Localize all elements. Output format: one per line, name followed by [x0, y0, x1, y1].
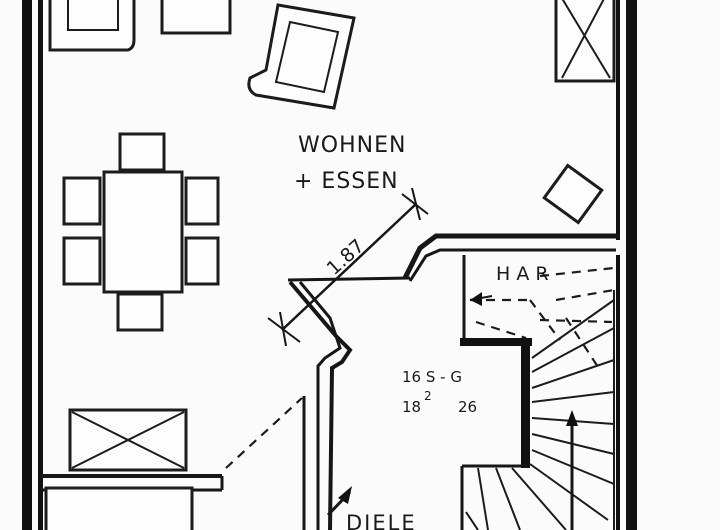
dining-set — [62, 132, 220, 332]
core-top-wall-inner — [408, 248, 616, 282]
stair-step — [511, 467, 567, 530]
stair-step — [531, 359, 615, 389]
right-inner-wall-line-lower — [616, 255, 620, 530]
left-outer-wall — [22, 0, 32, 530]
sofa-body — [48, 0, 136, 52]
hall-arrow-line — [326, 490, 352, 517]
dimension-stroke — [281, 203, 417, 331]
door-swing-line — [225, 397, 303, 469]
stair-core-walls — [402, 233, 620, 530]
staircase — [465, 266, 615, 530]
room-label-har: H A R — [496, 263, 549, 285]
hall-partition — [287, 276, 411, 530]
stair-step — [531, 327, 615, 373]
sofa — [48, 0, 232, 52]
stair-note-line2-sup: 2 — [424, 389, 432, 403]
chair-top — [118, 132, 166, 172]
armchair-seat — [274, 20, 340, 94]
side-table — [160, 0, 232, 35]
left-inner-wall-line — [38, 0, 43, 530]
chair-bottom — [116, 292, 164, 332]
hall-wall-outer — [288, 280, 353, 530]
stair-step — [531, 299, 615, 359]
armchair — [247, 3, 356, 110]
dimension-line: 1.87 — [267, 187, 429, 347]
shelf-cross-2 — [561, 0, 605, 79]
lower-left-partition — [40, 396, 306, 530]
right-inner-wall-line — [616, 0, 620, 240]
lower-room-wall — [44, 486, 194, 530]
plant-stand — [542, 163, 604, 225]
chair-right-1 — [184, 176, 220, 226]
stair-step — [477, 467, 489, 530]
stair-step — [531, 391, 615, 403]
core-pillar — [521, 340, 530, 468]
stair-arrow-left-icon — [470, 292, 482, 306]
chair-left-1 — [62, 176, 102, 226]
stair-note-line2-a: 18 — [402, 398, 421, 416]
room-label-living: WOHNEN — [298, 133, 406, 158]
core-wall-block — [460, 338, 532, 346]
stair-upper-steps — [470, 266, 615, 371]
crossed-shelf — [554, 0, 616, 83]
armchair-body — [247, 3, 356, 110]
chair-left-2 — [62, 236, 102, 286]
sofa-seat — [67, 0, 119, 31]
room-label-dining: + ESSEN — [294, 169, 399, 194]
stair-note-line1: 16 S - G — [402, 368, 462, 386]
dimension-tick-bottom-b — [279, 311, 287, 347]
hall-wall-inner — [298, 281, 342, 530]
room-label-hall: DIELE — [346, 511, 417, 530]
outer-walls — [22, 0, 637, 530]
stair-arrow-icon — [566, 410, 578, 426]
chair-right-2 — [184, 236, 220, 286]
stair-step — [495, 467, 521, 530]
crossed-cabinet — [68, 408, 188, 472]
right-outer-wall — [626, 0, 637, 530]
hall-wall-top — [287, 276, 411, 282]
stair-down-arrow-line — [465, 511, 479, 530]
core-top-wall — [402, 233, 620, 280]
dimension-tick-top-b — [411, 187, 421, 221]
dining-table — [102, 170, 184, 294]
dimension-label: 1.87 — [323, 235, 369, 280]
cabinet-cross-2 — [71, 411, 185, 469]
stair-step — [529, 463, 609, 521]
stair-note-line2-b: 26 — [458, 398, 477, 416]
